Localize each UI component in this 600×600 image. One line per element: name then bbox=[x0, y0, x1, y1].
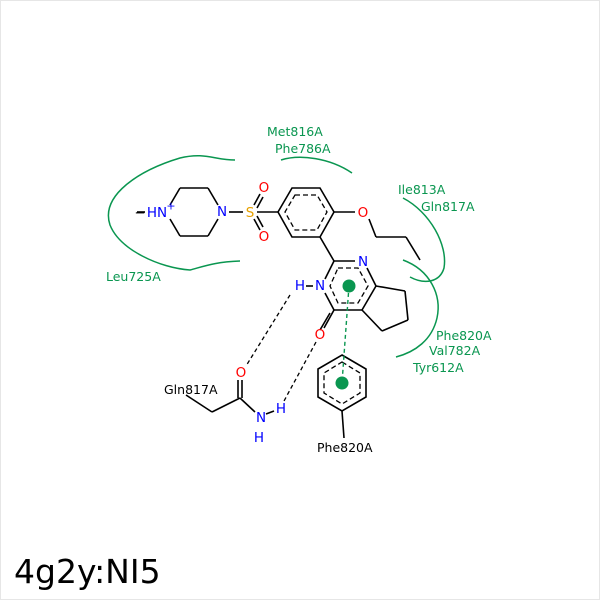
phe820-val782-tyr612-contour bbox=[395, 259, 439, 358]
atom-o-gln817: O bbox=[236, 365, 247, 381]
atom-h-gln817-1: H bbox=[276, 401, 286, 417]
atom-s: S bbox=[246, 205, 255, 221]
atom-o-sulfonyl-2: O bbox=[259, 229, 270, 245]
benzene-ring bbox=[277, 187, 421, 262]
residue-gln817: Gln817A bbox=[164, 382, 218, 397]
methyl-dash: − bbox=[134, 205, 145, 221]
pi-center-ligand bbox=[342, 279, 356, 293]
pyrimidinone-ring bbox=[306, 260, 409, 332]
pi-center-phe820 bbox=[335, 376, 349, 390]
residue-gln817-hydrophobic: Gln817A bbox=[421, 199, 475, 214]
atom-n-gln817: N bbox=[256, 410, 266, 426]
residue-val782: Val782A bbox=[429, 343, 481, 358]
atom-h-n1: H bbox=[295, 278, 305, 294]
atom-hn-plus: HN bbox=[147, 205, 167, 221]
hbond-o-gln817-nh bbox=[283, 341, 317, 402]
residue-ile813: Ile813A bbox=[398, 182, 446, 197]
residue-phe820: Phe820A bbox=[317, 440, 373, 455]
residue-phe820-hydrophobic: Phe820A bbox=[436, 328, 492, 343]
residue-met816: Met816A bbox=[267, 124, 323, 139]
atom-h-gln817-2: H bbox=[254, 430, 264, 446]
atom-n3: N bbox=[358, 254, 368, 270]
residue-tyr612: Tyr612A bbox=[412, 360, 464, 375]
atom-n1: N bbox=[315, 278, 325, 294]
pi-stacking-line bbox=[341, 285, 350, 384]
phe820-ring bbox=[317, 354, 367, 439]
atom-o-carbonyl: O bbox=[315, 327, 326, 343]
residue-phe786: Phe786A bbox=[275, 141, 331, 156]
sulfonyl-group bbox=[253, 193, 278, 231]
ile813-gln817-contour bbox=[402, 197, 446, 283]
hbond-nh-gln817-o bbox=[245, 294, 291, 367]
gln817-sidechain bbox=[185, 380, 275, 415]
atom-o-sulfonyl-1: O bbox=[259, 180, 270, 196]
piperazine-ring bbox=[137, 187, 243, 237]
residue-leu725: Leu725A bbox=[106, 269, 161, 284]
leu725-contour bbox=[107, 155, 241, 271]
page-title: 4g2y:NI5 bbox=[14, 552, 161, 591]
charge-plus: + bbox=[166, 200, 175, 213]
atom-n-piperazine: N bbox=[217, 204, 227, 220]
atom-o-ether: O bbox=[358, 205, 369, 221]
met816-phe786-contour bbox=[280, 156, 353, 174]
